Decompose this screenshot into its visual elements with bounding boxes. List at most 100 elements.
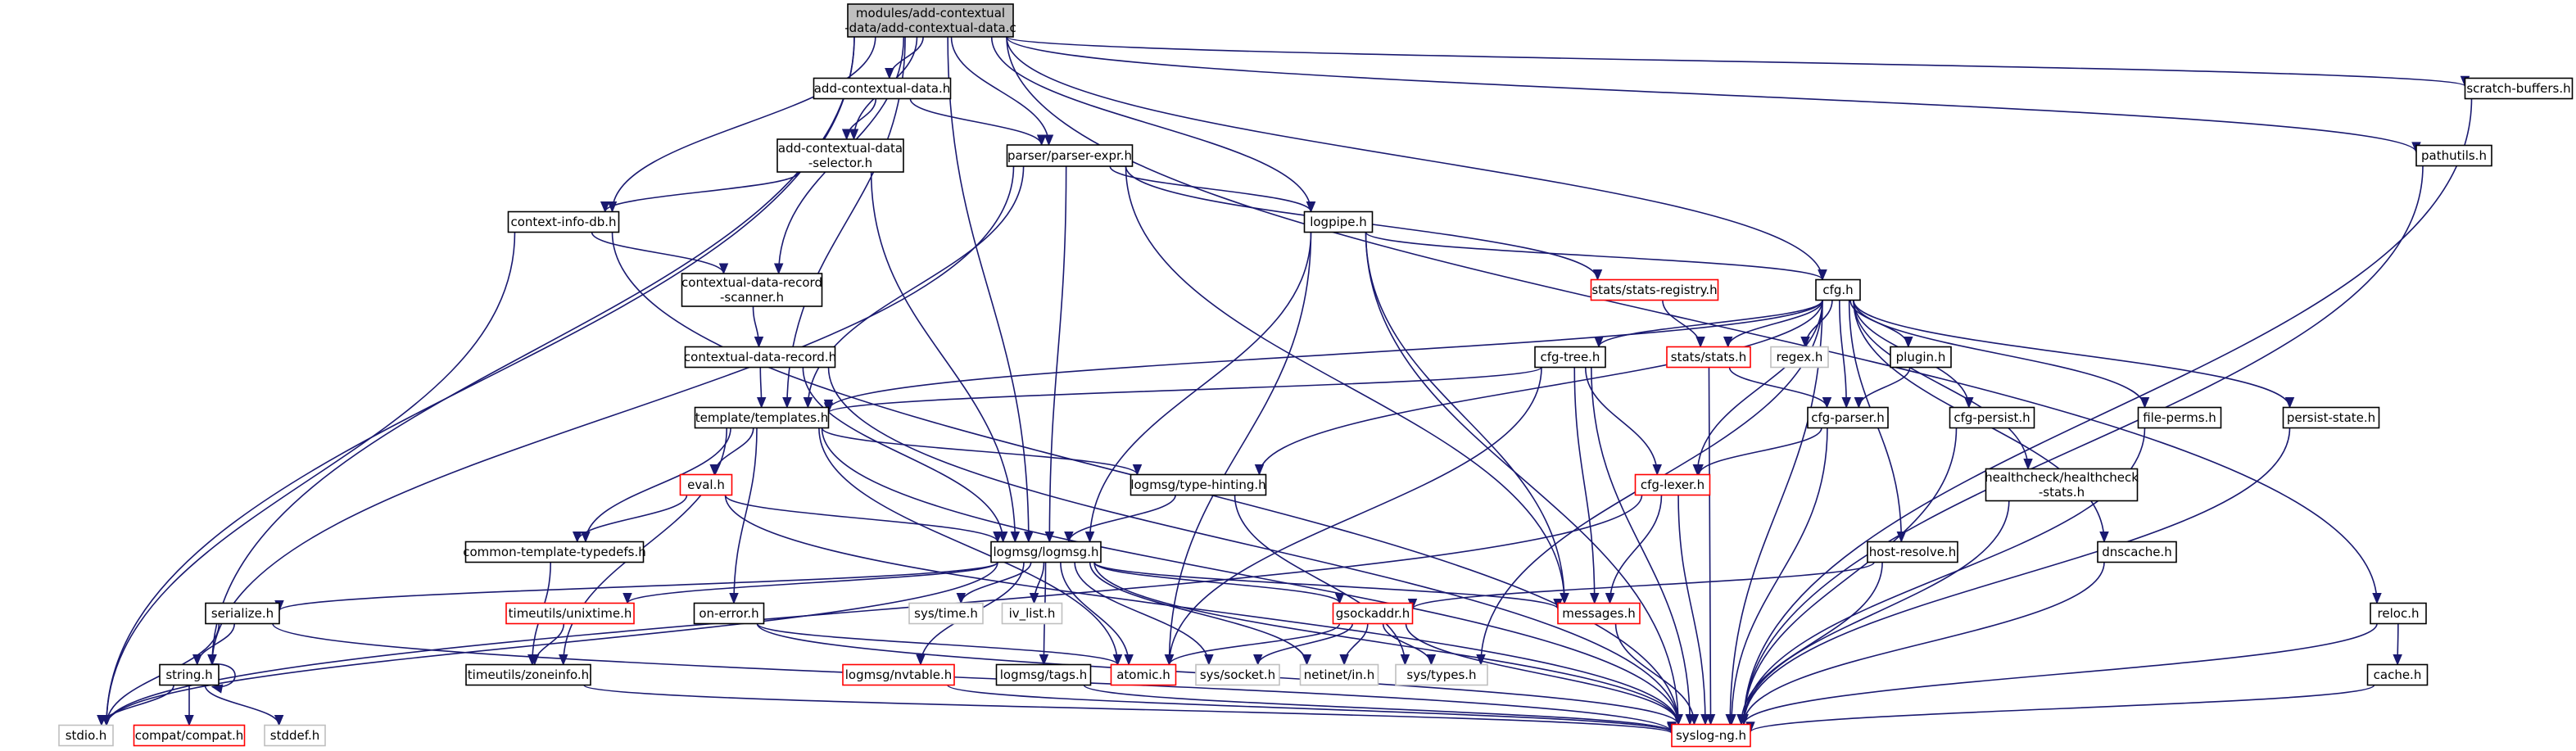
node-persist-state[interactable]: persist-state.h	[2282, 406, 2380, 429]
node-label: stddef.h	[270, 728, 319, 743]
node-plugin[interactable]: plugin.h	[1890, 346, 1952, 369]
node-reloc[interactable]: reloc.h	[2370, 602, 2427, 625]
node-stats-reg[interactable]: stats/stats-registry.h	[1590, 278, 1719, 301]
node-root[interactable]: modules/add-contextual-data/add-contextu…	[844, 3, 1016, 38]
node-cfg-persist[interactable]: cfg-persist.h	[1949, 406, 2035, 429]
arrowhead-icon	[1695, 337, 1705, 348]
arrowhead-icon	[1029, 593, 1039, 604]
node-nvtable[interactable]: logmsg/nvtable.h	[842, 663, 955, 686]
node-syslog-ng[interactable]: syslog-ng.h	[1671, 723, 1751, 748]
node-stdio[interactable]: stdio.h	[58, 724, 114, 747]
node-eval[interactable]: eval.h	[679, 473, 733, 496]
node-pathutils[interactable]: pathutils.h	[2415, 144, 2492, 167]
node-ctxdb[interactable]: context-info-db.h	[507, 210, 620, 233]
node-atomic[interactable]: atomic.h	[1110, 663, 1177, 686]
node-on-error[interactable]: on-error.h	[693, 602, 765, 625]
node-box	[1534, 346, 1606, 369]
node-host-resolve[interactable]: host-resolve.h	[1867, 541, 1958, 563]
node-regex[interactable]: regex.h	[1770, 346, 1829, 369]
node-zoneinfo[interactable]: timeutils/zoneinfo.h	[465, 663, 591, 686]
node-acd-h[interactable]: add-contextual-data.h	[813, 77, 952, 100]
node-box	[1557, 602, 1641, 625]
node-box	[2282, 406, 2380, 429]
node-compat[interactable]: compat/compat.h	[133, 724, 246, 747]
node-serialize[interactable]: serialize.h	[205, 602, 280, 625]
edge-cfg-to-healthcheck	[1853, 300, 2029, 469]
edge-cfg-persist-to-syslog-ng	[1743, 428, 1958, 725]
node-cdr-scanner[interactable]: contextual-data-record-scanner.h	[681, 273, 823, 307]
node-box	[693, 602, 765, 625]
arrowhead-icon	[1854, 397, 1864, 409]
node-logmsg[interactable]: logmsg/logmsg.h	[990, 541, 1102, 563]
node-string[interactable]: string.h	[159, 663, 220, 686]
arrowhead-icon	[1694, 464, 1704, 476]
arrowhead-icon	[1254, 464, 1265, 476]
node-sys-types[interactable]: sys/types.h	[1395, 663, 1488, 686]
edge-logmsg-to-sys-socket	[1074, 562, 1210, 665]
node-stddef[interactable]: stddef.h	[264, 724, 326, 747]
node-label: eval.h	[687, 477, 725, 492]
node-file-perms[interactable]: file-perms.h	[2137, 406, 2222, 429]
edge-persist-state-to-syslog-ng	[1743, 428, 2291, 725]
node-tags[interactable]: logmsg/tags.h	[995, 663, 1092, 686]
arrowhead-icon	[1841, 397, 1851, 409]
node-box	[1299, 663, 1379, 686]
node-ctt[interactable]: common-template-typedefs.h	[463, 541, 646, 563]
edge-parser-expr-to-messages	[1125, 165, 1565, 604]
node-cfg-lexer[interactable]: cfg-lexer.h	[1634, 473, 1711, 496]
edge-cfg-to-type-hint	[1258, 300, 1823, 475]
arrowhead-icon	[1084, 532, 1095, 543]
arrowhead-icon	[1164, 654, 1175, 666]
arrowhead-icon	[1124, 654, 1134, 666]
node-cdr[interactable]: contextual-data-record.h	[684, 346, 836, 369]
arrowhead-icon	[1822, 397, 1832, 409]
node-healthcheck[interactable]: healthcheck/healthcheck-stats.h	[1985, 468, 2139, 502]
node-unixtime[interactable]: timeutils/unixtime.h	[505, 602, 635, 625]
node-cfg-parser[interactable]: cfg-parser.h	[1807, 406, 1889, 429]
node-stats[interactable]: stats/stats.h	[1666, 346, 1751, 369]
node-cfg-tree[interactable]: cfg-tree.h	[1534, 346, 1606, 369]
arrowhead-icon	[184, 715, 194, 726]
node-label: scratch-buffers.h	[2466, 81, 2570, 96]
arrowhead-icon	[1039, 654, 1049, 666]
node-messages[interactable]: messages.h	[1557, 602, 1641, 625]
node-dnscache[interactable]: dnscache.h	[2097, 541, 2177, 563]
node-label: add-contextual-data.h	[814, 81, 951, 96]
arrowhead-icon	[1044, 134, 1054, 147]
node-label: common-template-typedefs.h	[463, 545, 646, 559]
arrowhead-icon	[1727, 714, 1736, 726]
edge-serialize-to-syslog-ng	[272, 623, 1673, 733]
node-parser-expr[interactable]: parser/parser-expr.h	[1006, 144, 1134, 167]
node-type-hint[interactable]: logmsg/type-hinting.h	[1130, 473, 1267, 496]
node-gsockaddr[interactable]: gsockaddr.h	[1332, 602, 1414, 625]
edge-acd-sel-to-logmsg	[870, 171, 1016, 542]
node-label: stats/stats-registry.h	[1591, 283, 1717, 297]
node-templates[interactable]: template/templates.h	[694, 406, 830, 429]
edge-cfg-tree-to-atomic	[1168, 367, 1542, 665]
node-cache[interactable]: cache.h	[2366, 663, 2429, 686]
node-box	[2464, 77, 2574, 100]
edge-cfg-to-persist-state	[1853, 300, 2291, 408]
node-box	[205, 602, 280, 625]
node-label: cache.h	[2374, 667, 2422, 682]
node-box	[1332, 602, 1414, 625]
edge-stats-to-syslog-ng	[1708, 367, 1712, 725]
node-sys-socket[interactable]: sys/socket.h	[1195, 663, 1280, 686]
node-acd-sel[interactable]: add-contextual-data-selector.h	[776, 138, 904, 173]
node-iv-list[interactable]: iv_list.h	[1001, 602, 1063, 625]
node-netinet-in[interactable]: netinet/in.h	[1299, 663, 1379, 686]
edge-logmsg-to-atomic	[1060, 562, 1130, 665]
edge-gsockaddr-to-syslog-ng	[1405, 623, 1679, 725]
edge-cfg-tree-to-cfg-lexer	[1584, 367, 1659, 475]
arrowhead-icon	[1689, 714, 1700, 726]
node-sys-time[interactable]: sys/time.h	[908, 602, 984, 625]
edge-cfg-to-cfg-lexer	[1696, 300, 1823, 475]
arrowhead-icon	[718, 263, 729, 275]
arrowhead-icon	[1700, 714, 1710, 726]
node-cfg[interactable]: cfg.h	[1815, 278, 1861, 301]
edge-templates-to-zoneinfo	[562, 428, 728, 665]
node-scratch[interactable]: scratch-buffers.h	[2464, 77, 2574, 100]
edge-type-hint-to-sys-types	[1234, 495, 1406, 665]
edge-on-error-to-atomic	[756, 622, 1119, 666]
node-logpipe[interactable]: logpipe.h	[1303, 210, 1374, 233]
